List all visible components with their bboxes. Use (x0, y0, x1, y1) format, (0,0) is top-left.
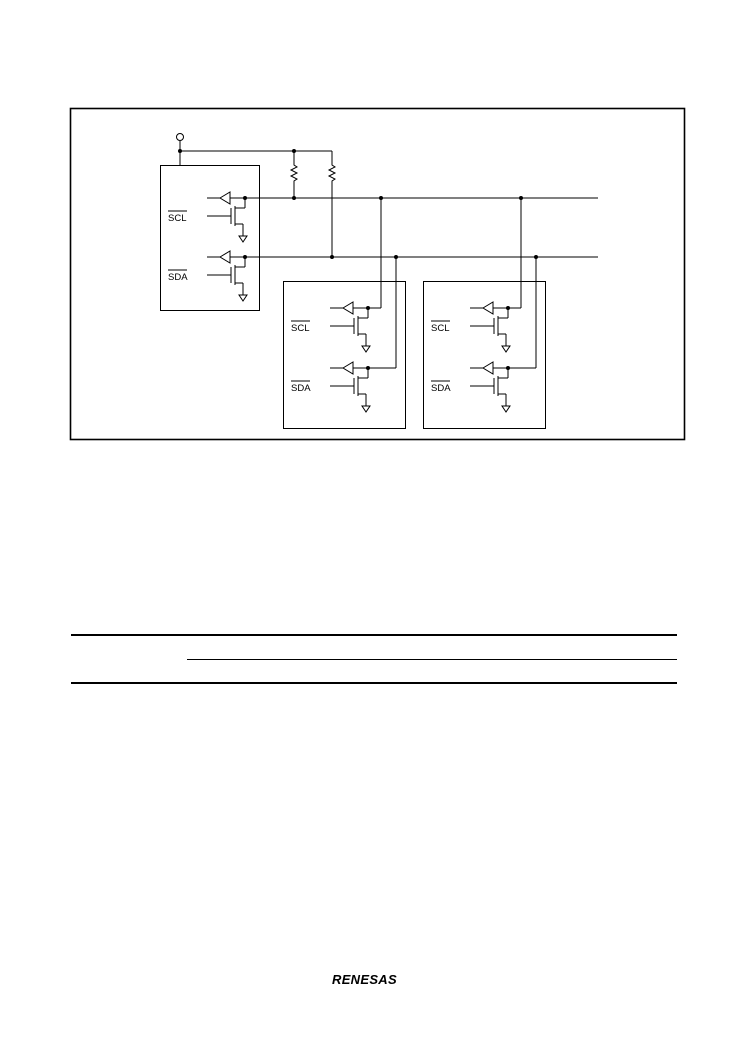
slave2-sda-label: SDA (431, 383, 451, 394)
slave2-sda-buffer-icon (482, 361, 494, 375)
figure-frame (69, 107, 686, 441)
slave-device-1: SCL SDA (283, 198, 406, 429)
table-bottom-rule (71, 682, 677, 684)
renesas-logo: RENESAS (332, 972, 397, 987)
slave1-scl-transistor-icon (329, 315, 371, 353)
vcc-terminal-icon (176, 133, 184, 141)
master-device: SCL SDA (160, 165, 260, 311)
slave1-sda-buffer-icon (342, 361, 354, 375)
table-top-rule (71, 634, 677, 636)
master-sda-label: SDA (168, 272, 188, 283)
slave1-sda-label: SDA (291, 383, 311, 394)
slave-device-2: SCL SDA (423, 198, 546, 429)
master-scl-transistor-icon (206, 205, 248, 243)
slave2-scl-transistor-icon (469, 315, 511, 353)
slave1-sda-transistor-icon (329, 375, 371, 413)
table-header-divider (187, 659, 677, 660)
slave1-scl-label: SCL (291, 323, 309, 334)
master-scl-buffer-icon (219, 191, 231, 205)
slave2-scl-buffer-icon (482, 301, 494, 315)
pullup-resistor-sda-icon (328, 150, 336, 186)
slave1-scl-buffer-icon (342, 301, 354, 315)
master-sda-transistor-icon (206, 264, 248, 302)
pullup-resistor-scl-icon (290, 150, 298, 186)
slave2-scl-label: SCL (431, 323, 449, 334)
slave2-sda-transistor-icon (469, 375, 511, 413)
master-sda-buffer-icon (219, 250, 231, 264)
master-scl-label: SCL (168, 213, 186, 224)
